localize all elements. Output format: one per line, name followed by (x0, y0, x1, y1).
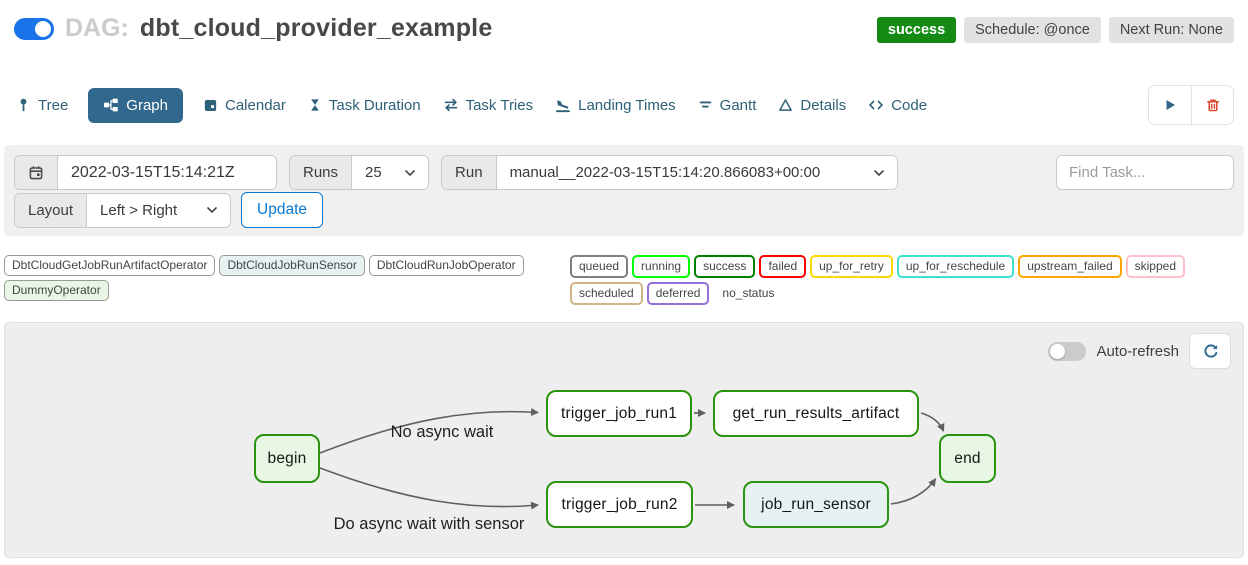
layout-group: Layout Left > Right (14, 192, 232, 228)
dag-edges (319, 408, 945, 510)
tab-label: Task Duration (328, 96, 421, 114)
tab-label: Gantt (719, 96, 757, 114)
run-addon-label: Run (442, 156, 497, 189)
tab-task-duration[interactable]: Task Duration (306, 88, 423, 123)
date-picker-button[interactable] (15, 156, 58, 189)
tree-icon (16, 97, 31, 113)
tab-calendar[interactable]: Calendar (201, 88, 288, 123)
tab-label: Details (800, 96, 847, 114)
toggle-knob (35, 20, 51, 37)
dag-prefix: DAG: (65, 14, 129, 42)
layout-value: Left > Right (100, 201, 178, 219)
task-node-trigger-job-run1[interactable]: trigger_job_run1 (546, 390, 692, 437)
run-value: manual__2022-03-15T15:14:20.866083+00:00 (509, 164, 821, 181)
tab-label: Calendar (225, 96, 286, 114)
edge-label: Do async wait with sensor (333, 515, 525, 533)
refresh-button[interactable] (1189, 333, 1231, 369)
run-group: Run manual__2022-03-15T15:14:20.866083+0… (441, 155, 898, 190)
state-badge-up-for-reschedule: up_for_reschedule (896, 255, 1015, 278)
operator-legend: DbtCloudGetJobRunArtifactOperator DbtClo… (4, 255, 564, 301)
num-runs-group: Runs 25 (289, 155, 430, 190)
tab-label: Landing Times (578, 96, 676, 114)
update-button[interactable]: Update (241, 192, 324, 228)
base-date-group (14, 155, 277, 190)
tab-details[interactable]: Details (776, 88, 848, 123)
task-node-job-run-sensor[interactable]: job_run_sensor (743, 481, 889, 528)
task-node-get-run-results-artifact[interactable]: get_run_results_artifact (713, 390, 919, 437)
state-badge-running: running (632, 255, 691, 278)
num-runs-value: 25 (365, 164, 382, 181)
tab-tree[interactable]: Tree (14, 88, 70, 123)
state-badge-deferred: deferred (646, 282, 710, 305)
task-node-trigger-job-run2[interactable]: trigger_job_run2 (546, 481, 693, 528)
tab-code[interactable]: Code (866, 88, 929, 123)
find-task-input[interactable] (1056, 155, 1234, 190)
play-icon (1162, 97, 1178, 113)
calendar-icon (28, 165, 44, 181)
schedule-badge: Schedule: @once (964, 17, 1101, 43)
tab-label: Task Tries (465, 96, 534, 114)
trash-icon (1205, 97, 1221, 113)
auto-refresh-label: Auto-refresh (1096, 342, 1179, 360)
operator-badge: DbtCloudJobRunSensor (219, 255, 365, 276)
operator-badge: DummyOperator (4, 280, 109, 301)
task-node-end[interactable]: end (939, 434, 996, 483)
base-date-input[interactable] (58, 156, 276, 189)
gantt-icon (698, 97, 713, 113)
num-runs-select[interactable]: 25 (352, 156, 429, 189)
runs-addon-label: Runs (290, 156, 353, 189)
calendar-icon (203, 97, 218, 113)
code-icon (868, 97, 884, 113)
plane-landing-icon (555, 97, 571, 113)
next-run-badge: Next Run: None (1108, 17, 1234, 43)
chevron-down-icon (405, 169, 415, 176)
triangle-icon (778, 97, 793, 113)
state-badge-failed: failed (759, 255, 807, 278)
state-badge-skipped: skipped (1125, 255, 1185, 278)
tab-label: Tree (38, 96, 69, 114)
layout-select[interactable]: Left > Right (87, 193, 231, 227)
auto-refresh-toggle[interactable] (1048, 341, 1087, 361)
dag-name: dbt_cloud_provider_example (139, 14, 493, 42)
state-badge-no-status: no_status (713, 282, 784, 305)
tab-label: Graph (126, 96, 168, 114)
legend: DbtCloudGetJobRunArtifactOperator DbtClo… (4, 255, 1244, 305)
tab-graph[interactable]: Graph (88, 87, 183, 123)
operator-badge: DbtCloudGetJobRunArtifactOperator (4, 255, 216, 276)
operator-badge: DbtCloudRunJobOperator (368, 255, 524, 276)
state-badge-success: success (694, 255, 756, 278)
edge-label: No async wait (390, 423, 494, 441)
tab-landing-times[interactable]: Landing Times (553, 88, 678, 123)
trigger-dag-button[interactable] (1149, 86, 1191, 124)
state-legend: queued running success failed up_for_ret… (570, 255, 1244, 305)
state-badge-scheduled: scheduled (570, 282, 643, 305)
chevron-down-icon (207, 207, 217, 213)
state-badge-up-for-retry: up_for_retry (810, 255, 893, 278)
repeat-icon (443, 97, 459, 113)
task-node-begin[interactable]: begin (254, 434, 320, 483)
tab-label: Code (891, 96, 928, 114)
hourglass-icon (308, 97, 322, 113)
filter-panel: Runs 25 Run manual__2022-03-15T15:14:20.… (4, 145, 1244, 236)
dag-header: DAG: dbt_cloud_provider_example success … (0, 0, 1248, 54)
state-badge-upstream-failed: upstream_failed (1018, 255, 1122, 278)
chevron-down-icon (873, 169, 884, 176)
tab-task-tries[interactable]: Task Tries (441, 88, 536, 123)
toggle-knob (1050, 343, 1066, 359)
tab-gantt[interactable]: Gantt (696, 88, 759, 123)
graph-icon (103, 97, 119, 113)
state-badge-queued: queued (570, 255, 629, 278)
delete-dag-button[interactable] (1191, 86, 1233, 124)
dag-actions (1148, 85, 1234, 125)
layout-addon-label: Layout (15, 193, 88, 227)
graph-panel: Auto-refresh No async wait Do async wait… (4, 322, 1244, 558)
view-tabbar: Tree Graph Calendar Task Duration Task T… (0, 85, 1248, 125)
refresh-icon (1202, 343, 1219, 360)
run-select[interactable]: manual__2022-03-15T15:14:20.866083+00:00 (496, 156, 897, 189)
status-badge: success (876, 17, 957, 43)
dag-pause-toggle[interactable] (14, 17, 54, 40)
